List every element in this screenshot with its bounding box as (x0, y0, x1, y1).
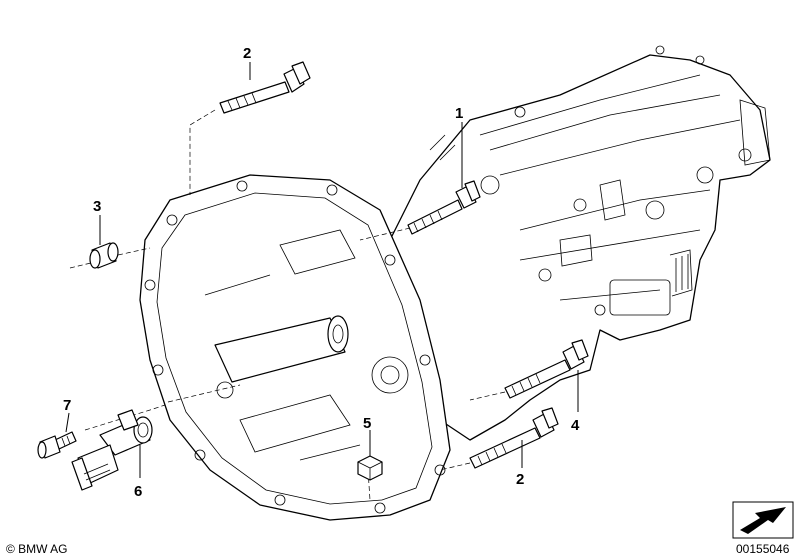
nut-part-5 (357, 455, 383, 481)
sensor-part-6 (71, 409, 153, 491)
callout-2-top: 2 (243, 45, 251, 62)
callout-7: 7 (63, 397, 71, 414)
copyright-text: © BMW AG (6, 542, 68, 556)
callouts: 2 1 3 7 6 5 4 2 (63, 45, 580, 500)
bolt-part-2-top (219, 61, 311, 114)
direction-arrow-icon (732, 501, 794, 539)
bolt-part-4 (504, 339, 589, 399)
bolt-part-2-bottom (469, 407, 559, 469)
callout-5: 5 (363, 415, 371, 432)
diagram-id-text: 00155046 (736, 542, 790, 556)
projection-lines (69, 109, 506, 501)
callout-1: 1 (455, 105, 463, 122)
sleeve-part-3 (89, 242, 119, 269)
callout-6: 6 (134, 483, 142, 500)
leader-lines (65, 62, 579, 478)
screw-part-7 (37, 431, 77, 459)
callout-4: 4 (571, 417, 580, 434)
callout-2-bottom: 2 (516, 471, 524, 488)
transmission-housing (139, 45, 771, 521)
bolt-part-1 (407, 180, 481, 235)
callout-3: 3 (93, 198, 101, 215)
